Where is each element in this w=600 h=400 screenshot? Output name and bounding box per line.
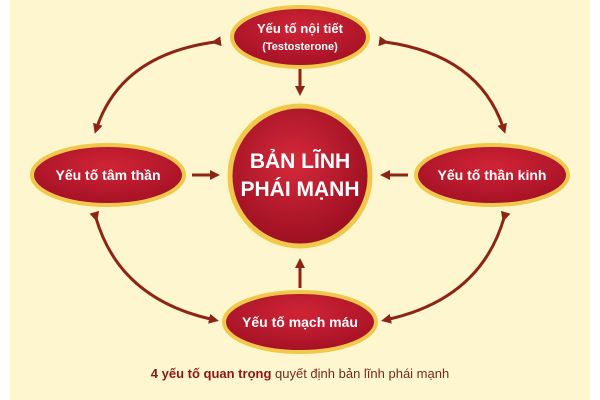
diagram-caption: 4 yếu tố quan trọng quyết định bản lĩnh …	[10, 366, 590, 381]
node-endocrine-shape	[230, 5, 370, 69]
center-circle	[227, 103, 373, 249]
node-vascular: Yếu tố mạch máu	[222, 290, 378, 354]
arrow-top-right	[378, 36, 507, 134]
arrow-left-bottom	[89, 210, 219, 324]
arrow-top-left	[93, 36, 222, 134]
node-neurological: Yếu tố thần kinh	[414, 143, 570, 207]
node-psychological: Yếu tố tâm thần	[30, 143, 186, 207]
arrow-right-bottom	[381, 210, 511, 324]
caption-bold: 4 yếu tố quan trọng	[150, 366, 272, 381]
node-psychological-shape	[30, 143, 186, 207]
center-title-line2: PHÁI MẠNH	[241, 178, 360, 201]
node-neurological-label: Yếu tố thần kinh	[438, 167, 547, 183]
center-node: BẢN LĨNH PHÁI MẠNH	[218, 94, 382, 258]
diagram-canvas: BẢN LĨNH PHÁI MẠNH Yếu tố nội tiết (Test…	[30, 5, 570, 354]
diagram-stage: BẢN LĨNH PHÁI MẠNH Yếu tố nội tiết (Test…	[10, 0, 590, 400]
node-endocrine: Yếu tố nội tiết (Testosterone)	[230, 5, 370, 69]
node-vascular-shape	[222, 290, 378, 354]
node-psychological-label: Yếu tố tâm thần	[55, 167, 160, 183]
node-neurological-shape	[414, 143, 570, 207]
center-title-line1: BẢN LĨNH	[250, 150, 350, 173]
caption-rest: quyết định bản lĩnh phái mạnh	[271, 366, 450, 381]
node-endocrine-sublabel: (Testosterone)	[262, 41, 338, 53]
node-vascular-label: Yếu tố mạch máu	[242, 314, 358, 330]
outer-arrows	[89, 36, 511, 324]
node-endocrine-label: Yếu tố nội tiết	[257, 21, 344, 36]
center-arrows	[192, 68, 408, 288]
